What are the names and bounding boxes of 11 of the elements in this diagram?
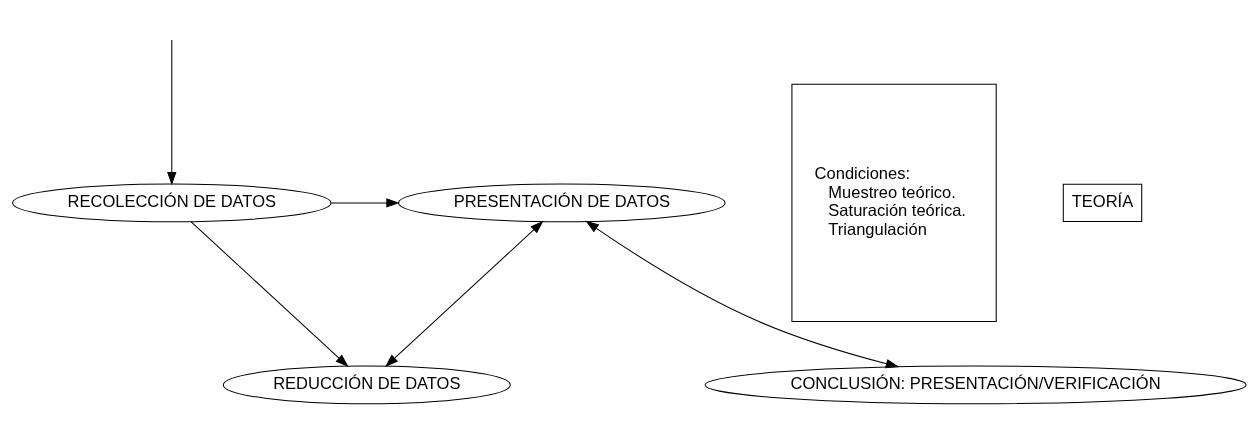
node-ellipse: PRESENTACIÓN DE DATOS bbox=[398, 183, 726, 222]
node-ellipse: REDUCCIÓN DE DATOS bbox=[222, 365, 511, 404]
node-box: TEORÍA bbox=[1062, 183, 1143, 222]
node-ellipse: RECOLECCIÓN DE DATOS bbox=[12, 183, 332, 222]
arrow bbox=[585, 220, 900, 368]
arrow bbox=[190, 220, 349, 367]
node-box: Condiciones: Muestreo teórico. Saturación teórica. Triangulación bbox=[791, 83, 997, 322]
arrow bbox=[330, 197, 400, 208]
node-ellipse: CONCLUSIÓN: PRESENTACIÓN/VERIFICACIÓN bbox=[704, 365, 1247, 404]
arrow bbox=[167, 38, 177, 185]
arrow bbox=[385, 220, 544, 367]
